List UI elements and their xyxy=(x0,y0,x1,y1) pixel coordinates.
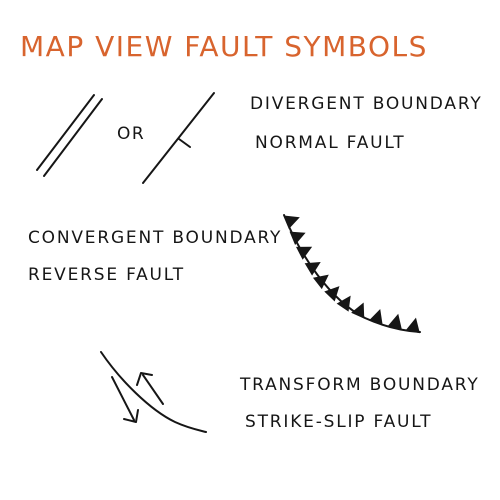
convergent-tooth xyxy=(351,302,365,319)
transform-arrow-right-shaft xyxy=(142,374,164,405)
or-label: OR xyxy=(117,124,146,144)
convergent-tooth xyxy=(405,317,420,334)
transform-arrow-left-shaft xyxy=(111,376,135,421)
convergent-tooth xyxy=(283,215,300,230)
convergent-curve xyxy=(283,214,421,333)
divergent-line-2 xyxy=(43,98,103,177)
convergent-boundary-symbol xyxy=(283,214,421,334)
transform-boundary-symbol xyxy=(100,351,207,433)
transform-arrow-left-head xyxy=(123,409,139,423)
normal-fault-line xyxy=(142,92,215,184)
page-title: MAP VIEW FAULT SYMBOLS xyxy=(20,30,428,63)
convergent-teeth xyxy=(283,215,420,334)
normal-fault-tick xyxy=(178,138,191,148)
divergent-boundary-label: DIVERGENT BOUNDARY xyxy=(250,94,483,114)
divergent-line-1 xyxy=(36,94,95,171)
normal-fault-symbol xyxy=(142,92,215,184)
reverse-fault-label: REVERSE FAULT xyxy=(28,265,185,285)
transform-main-line xyxy=(100,351,207,433)
divergent-boundary-symbol xyxy=(36,94,103,177)
convergent-tooth xyxy=(312,274,329,290)
transform-arrow-right-head xyxy=(136,372,153,386)
transform-boundary-label: TRANSFORM BOUNDARY xyxy=(240,375,480,395)
strike-slip-fault-label: STRIKE-SLIP FAULT xyxy=(245,412,433,432)
convergent-boundary-label: CONVERGENT BOUNDARY xyxy=(28,228,283,248)
convergent-tooth xyxy=(296,246,313,260)
convergent-tooth xyxy=(304,261,321,276)
convergent-tooth xyxy=(324,286,340,302)
normal-fault-label: NORMAL FAULT xyxy=(255,133,406,153)
convergent-tooth xyxy=(336,295,351,312)
convergent-tooth xyxy=(368,308,383,325)
convergent-tooth xyxy=(289,231,306,245)
convergent-tooth xyxy=(387,313,402,330)
